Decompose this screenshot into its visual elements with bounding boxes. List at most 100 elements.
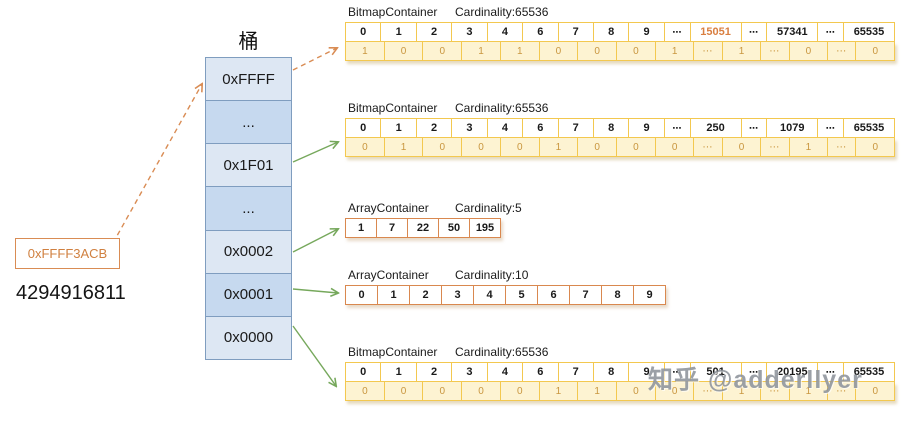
- table-cell: 3: [451, 362, 488, 382]
- container-cardinality-label: Cardinality:65536: [455, 101, 549, 115]
- table-cell: 4: [473, 285, 506, 305]
- bucket-cell: 0x0002: [206, 230, 291, 274]
- table-cell: 1: [383, 137, 424, 157]
- table-cell: 5: [505, 285, 538, 305]
- table-cell: 9: [628, 22, 665, 42]
- bucket-cell: 0x0001: [206, 273, 291, 317]
- container-type-label: BitmapContainer: [348, 345, 438, 359]
- container-cardinality-label: Cardinality:65536: [455, 345, 549, 359]
- table-cell: 2: [415, 362, 453, 382]
- table-cell: 1: [380, 22, 417, 42]
- zhihu-watermark: 知乎 @adderllyer: [648, 366, 863, 394]
- table-cell: ⋯: [693, 137, 723, 157]
- table-cell: 1: [721, 41, 762, 61]
- table-cell: 1: [499, 41, 540, 61]
- table-cell: 1: [345, 218, 377, 238]
- table-cell: 7: [569, 285, 602, 305]
- table-cell: 0: [345, 118, 382, 138]
- table-cell: 8: [592, 22, 630, 42]
- table-cell: ⋯: [740, 22, 768, 42]
- table-cell: 65535: [843, 118, 895, 138]
- table-cell: 1: [345, 41, 385, 61]
- table-cell: 6: [522, 22, 559, 42]
- table-cell: 2: [409, 285, 442, 305]
- table-cell: ⋯: [693, 41, 723, 61]
- table-cell: ⋯: [663, 22, 691, 42]
- table-cell: ⋯: [740, 118, 768, 138]
- table-cell: 7: [557, 362, 594, 382]
- table-cell: 250: [689, 118, 742, 138]
- table-cell: 22: [407, 218, 439, 238]
- bucket-cell: ...: [206, 101, 291, 145]
- container-type-label: ArrayContainer: [348, 268, 429, 282]
- table-cell: 1: [788, 137, 829, 157]
- table-cell: 0: [461, 137, 501, 157]
- table-cell: 4: [486, 362, 524, 382]
- table-cell: 9: [628, 118, 665, 138]
- table-cell: 0: [422, 381, 463, 401]
- table-cell: ⋯: [817, 118, 845, 138]
- table-cell: 8: [601, 285, 634, 305]
- table-cell: 1079: [766, 118, 819, 138]
- table-cell: 6: [522, 118, 559, 138]
- container-type-label: BitmapContainer: [348, 101, 438, 115]
- container-cardinality-label: Cardinality:10: [455, 268, 529, 282]
- arrow-bucket-ffff-to-container1: [292, 48, 337, 71]
- table-cell: 1: [654, 41, 695, 61]
- container-type-label: ArrayContainer: [348, 201, 429, 215]
- table-cell: ⋯: [817, 22, 845, 42]
- table-cell: 0: [383, 381, 424, 401]
- table-cell: ⋯: [827, 137, 857, 157]
- table-cell: 6: [537, 285, 570, 305]
- table-cell: 0: [654, 381, 695, 401]
- table-cell: 1: [577, 381, 618, 401]
- table-cell: 8: [592, 362, 630, 382]
- table-cell: 4: [486, 118, 524, 138]
- bucket-cell: 0x0000: [206, 316, 291, 359]
- table-cell: 1: [461, 41, 501, 61]
- container-cardinality-label: Cardinality:65536: [455, 5, 549, 19]
- table-cell: 0: [345, 285, 378, 305]
- arrow-bucket-0002-to-container3: [292, 229, 338, 253]
- table-cell: 0: [577, 41, 618, 61]
- table-cell: 0: [345, 137, 385, 157]
- table-cell: 0: [855, 381, 896, 401]
- table-cell: ⋯: [760, 41, 790, 61]
- table-cell: 3: [451, 22, 488, 42]
- table-cell: ⋯: [760, 137, 790, 157]
- table-cell: 1: [538, 137, 579, 157]
- table-cell: 0: [616, 137, 656, 157]
- table-cell: 0: [538, 41, 579, 61]
- table-cell: 0: [345, 381, 385, 401]
- table-cell: 0: [345, 22, 382, 42]
- arrow-bucket-0001-to-container4: [292, 289, 338, 293]
- table-cell: 4: [486, 22, 524, 42]
- table-cell: 57341: [766, 22, 819, 42]
- table-cell: 0: [577, 137, 618, 157]
- table-cell: 7: [376, 218, 408, 238]
- bucket-cell: 0xFFFF: [206, 58, 291, 102]
- table-cell: 1: [380, 362, 417, 382]
- table-cell: 0: [461, 381, 501, 401]
- bucket-title: 桶: [238, 31, 259, 53]
- table-cell: 65535: [843, 22, 895, 42]
- table-cell: 0: [422, 41, 463, 61]
- table-cell: 0: [788, 41, 829, 61]
- table-cell: 15051: [689, 22, 742, 42]
- key-decimal-value: 4294916811: [16, 282, 126, 304]
- table-cell: 0: [721, 137, 762, 157]
- table-cell: 0: [383, 41, 424, 61]
- arrow-bucket-0000-to-container5: [292, 325, 336, 386]
- bucket-cell: ...: [206, 187, 291, 231]
- arrow-key-to-bucket: [112, 84, 202, 244]
- table-cell: 0: [499, 137, 540, 157]
- table-cell: 0: [345, 362, 382, 382]
